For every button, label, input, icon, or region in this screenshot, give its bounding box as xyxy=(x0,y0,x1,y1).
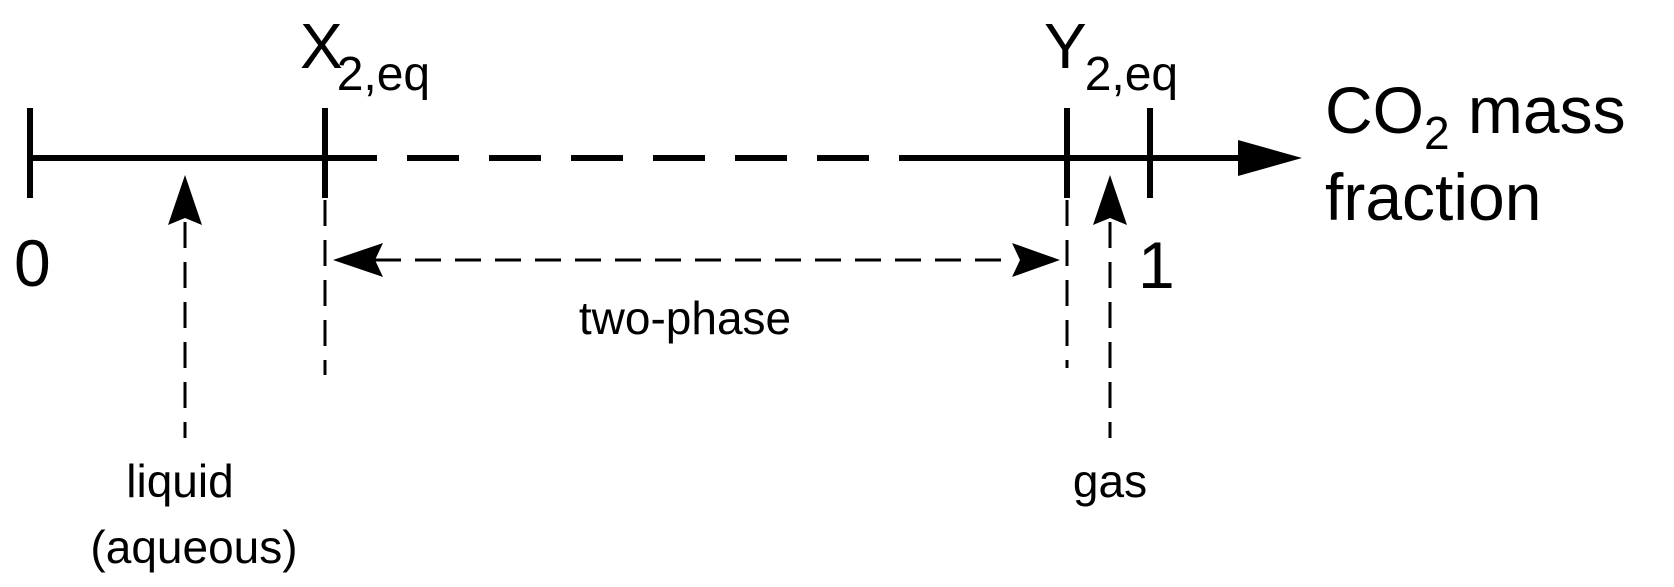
two-phase-label: two-phase xyxy=(579,292,791,344)
axis-arrowhead xyxy=(1238,140,1302,176)
two-phase-left-arrowhead xyxy=(333,243,383,277)
axis-end-value: 1 xyxy=(1138,228,1175,302)
axis-label-line1: CO2 mass xyxy=(1325,73,1626,159)
x-eq-symbol: X xyxy=(300,10,343,82)
axis-label-suffix: mass xyxy=(1450,73,1626,147)
y-eq-symbol: Y xyxy=(1044,10,1087,82)
gas-arrowhead xyxy=(1093,175,1127,225)
y-eq-label: Y2,eq xyxy=(1044,10,1178,101)
liquid-label-line1: liquid xyxy=(126,455,233,507)
axis-label-prefix: CO xyxy=(1325,73,1424,147)
axis-start-value: 0 xyxy=(14,226,51,300)
two-phase-right-arrowhead xyxy=(1012,243,1060,277)
liquid-label-line2: (aqueous) xyxy=(90,521,297,573)
gas-label: gas xyxy=(1073,455,1147,507)
x-eq-label: X2,eq xyxy=(300,10,430,101)
y-eq-subscript: 2,eq xyxy=(1085,48,1178,101)
x-eq-subscript: 2,eq xyxy=(337,48,430,101)
axis-label-subscript: 2 xyxy=(1424,107,1450,159)
axis-label-line2: fraction xyxy=(1325,160,1541,234)
liquid-arrowhead xyxy=(168,175,202,225)
